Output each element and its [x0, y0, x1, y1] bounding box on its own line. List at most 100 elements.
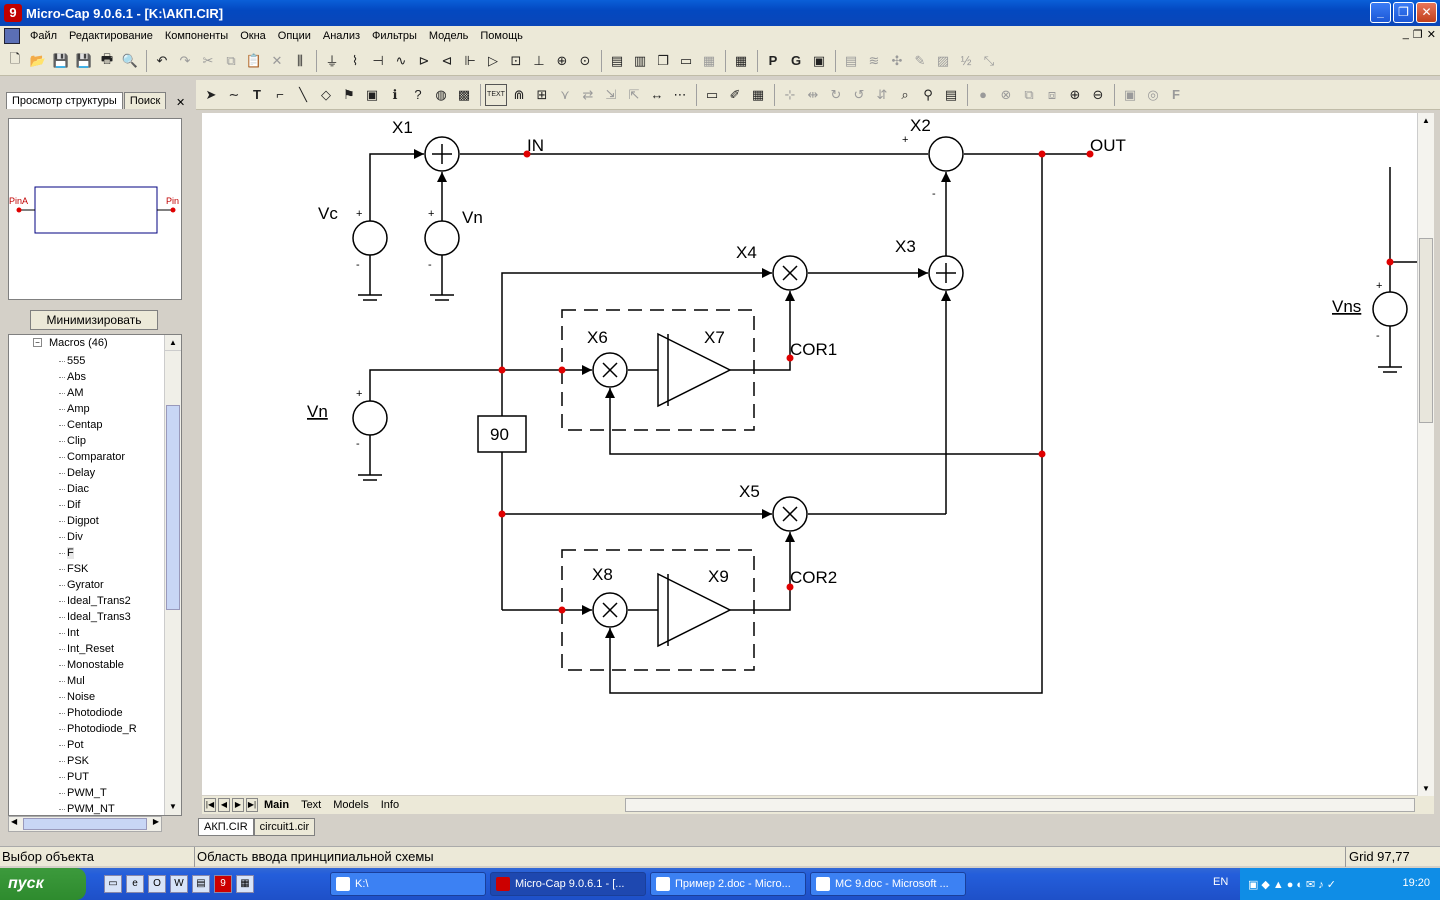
- tree-vertical-scrollbar[interactable]: ▲ ▼: [164, 335, 181, 815]
- paste-icon[interactable]: 📋: [245, 52, 263, 68]
- probe-icon[interactable]: ✎: [914, 52, 926, 68]
- pin-connections-icon[interactable]: ⊞: [536, 86, 548, 102]
- canvas-vscroll-thumb[interactable]: [1419, 238, 1433, 423]
- tree-item[interactable]: Photodiode_R: [9, 721, 165, 737]
- text-tool-icon[interactable]: T: [253, 87, 261, 102]
- page-icon[interactable]: ▭: [705, 86, 719, 102]
- tree-item[interactable]: PWM_T: [9, 785, 165, 801]
- g-key-icon[interactable]: G: [790, 53, 802, 68]
- menu-help[interactable]: Помощь: [480, 30, 523, 42]
- tree-item[interactable]: Delay: [9, 465, 165, 481]
- globe-icon[interactable]: ◍: [435, 86, 447, 102]
- first-sheet-icon[interactable]: |◀: [204, 798, 216, 812]
- undo-icon[interactable]: ↶: [156, 52, 168, 68]
- tree-item[interactable]: Div: [9, 529, 165, 545]
- tree-item[interactable]: F: [9, 545, 165, 561]
- palette-icon[interactable]: ▩: [457, 86, 471, 102]
- tree-hscroll-thumb[interactable]: [23, 818, 147, 830]
- wave-icon[interactable]: ≋: [868, 52, 880, 68]
- tree-item[interactable]: Digpot: [9, 513, 165, 529]
- tree-item[interactable]: Int: [9, 625, 165, 641]
- file-tab-akp[interactable]: АКП.CIR: [198, 818, 254, 836]
- minimize-window-button[interactable]: _: [1370, 2, 1391, 23]
- sheet-tab-info[interactable]: Info: [380, 799, 400, 811]
- vt-icon[interactable]: ½: [960, 53, 972, 68]
- tree-scroll-thumb[interactable]: [166, 405, 180, 610]
- restore-window-button[interactable]: ❐: [1393, 2, 1414, 23]
- redo-icon[interactable]: ↷: [179, 52, 191, 68]
- word-icon[interactable]: W: [170, 875, 188, 893]
- schematic-canvas[interactable]: +- +- +- +- +- X1 X2 X3 X4 X5 X6 X7 X8 X…: [202, 113, 1417, 795]
- zoom-out-icon[interactable]: ⊖: [1092, 86, 1104, 102]
- cut-icon[interactable]: ✂: [202, 52, 214, 68]
- mdi-close-icon[interactable]: ✕: [1426, 29, 1436, 41]
- tree-item[interactable]: Photodiode: [9, 705, 165, 721]
- tree-item[interactable]: Comparator: [9, 449, 165, 465]
- start-button[interactable]: пуск: [0, 868, 86, 900]
- menu-windows[interactable]: Окна: [240, 30, 266, 42]
- microcap-app-icon[interactable]: 9: [4, 4, 22, 22]
- canvas-scroll-down-icon[interactable]: ▼: [1422, 784, 1430, 793]
- orthogonal-wire-icon[interactable]: ⌐: [276, 87, 284, 102]
- taskbar-button-word1[interactable]: Пример 2.doc - Micro...: [650, 872, 806, 896]
- panel-close-icon[interactable]: ✕: [176, 97, 186, 109]
- close-window-button[interactable]: ✕: [1416, 2, 1437, 23]
- paste-region-icon[interactable]: ⧈: [1047, 86, 1057, 102]
- cancel-icon[interactable]: ⊗: [1000, 86, 1012, 102]
- tree-item[interactable]: Monostable: [9, 657, 165, 673]
- capacitor-icon[interactable]: ⊣: [372, 52, 384, 68]
- stretch-icon[interactable]: ⇲: [605, 86, 617, 102]
- menu-file[interactable]: Файл: [30, 30, 58, 42]
- grid-icon[interactable]: ▤: [844, 52, 858, 68]
- calculator-icon[interactable]: ▦: [734, 52, 748, 68]
- flag-icon[interactable]: ⚑: [343, 86, 355, 102]
- tree-item[interactable]: Centap: [9, 417, 165, 433]
- tree-item[interactable]: Clip: [9, 433, 165, 449]
- cursor-pen-icon[interactable]: ✐: [729, 86, 741, 102]
- opera-icon[interactable]: O: [148, 875, 166, 893]
- zoom-in-icon[interactable]: ⊕: [1069, 86, 1081, 102]
- npn-icon[interactable]: ⊩: [464, 52, 476, 68]
- scroll-up-arrow-icon[interactable]: ▲: [165, 335, 181, 351]
- cascade-icon[interactable]: ❐: [657, 52, 669, 68]
- picture-icon[interactable]: ▣: [365, 86, 379, 102]
- properties-icon[interactable]: ▦: [751, 86, 765, 102]
- tree-item[interactable]: Abs: [9, 369, 165, 385]
- binoculars-icon[interactable]: ⚲: [923, 86, 933, 102]
- tree-collapse-icon[interactable]: −: [33, 338, 42, 347]
- canvas-horizontal-scrollbar[interactable]: [625, 798, 1416, 812]
- rubberband-icon[interactable]: ⋎: [560, 86, 570, 102]
- copy-icon[interactable]: ⧉: [226, 52, 236, 68]
- select-arrow-icon[interactable]: ➤: [205, 86, 217, 102]
- tab-structure-view[interactable]: Просмотр структуры: [6, 92, 123, 109]
- mirror-icon[interactable]: ↺: [853, 86, 865, 102]
- tree-item[interactable]: 555: [9, 353, 165, 369]
- language-indicator[interactable]: EN: [1213, 876, 1229, 888]
- line-tool-icon[interactable]: ╲: [299, 86, 307, 102]
- network-icon[interactable]: ◎: [1147, 86, 1159, 102]
- tree-item[interactable]: Dif: [9, 497, 165, 513]
- next-sheet-icon[interactable]: ▶: [232, 798, 244, 812]
- inductor-icon[interactable]: ∿: [395, 52, 407, 68]
- explorer-icon[interactable]: ▤: [192, 875, 210, 893]
- menu-analysis[interactable]: Анализ: [322, 30, 361, 42]
- tree-item[interactable]: AM: [9, 385, 165, 401]
- tree-item[interactable]: Noise: [9, 689, 165, 705]
- copy-region-icon[interactable]: ⧉: [1024, 86, 1034, 102]
- taskbar-button-word2[interactable]: MC 9.doc - Microsoft ...: [810, 872, 966, 896]
- taskbar-button-explorer[interactable]: K:\: [330, 872, 486, 896]
- shapes-icon[interactable]: ◇: [321, 86, 331, 102]
- resize-icon[interactable]: ⤡: [983, 52, 995, 68]
- tree-horizontal-scrollbar[interactable]: ◀ ▶: [8, 816, 162, 832]
- info-icon[interactable]: ℹ: [392, 86, 398, 102]
- camera-icon[interactable]: ▣: [1123, 86, 1137, 102]
- flip-y-icon[interactable]: ⇵: [876, 86, 888, 102]
- battery-icon[interactable]: ⊥: [533, 52, 545, 68]
- tree-item[interactable]: Diac: [9, 481, 165, 497]
- open-file-icon[interactable]: 📂: [29, 52, 47, 68]
- tree-item[interactable]: PSK: [9, 753, 165, 769]
- function-icon[interactable]: F: [1172, 87, 1180, 102]
- scroll-right-arrow-icon[interactable]: ▶: [152, 817, 159, 826]
- tile-horizontal-icon[interactable]: ▤: [610, 52, 624, 68]
- document-system-icon[interactable]: [4, 28, 20, 44]
